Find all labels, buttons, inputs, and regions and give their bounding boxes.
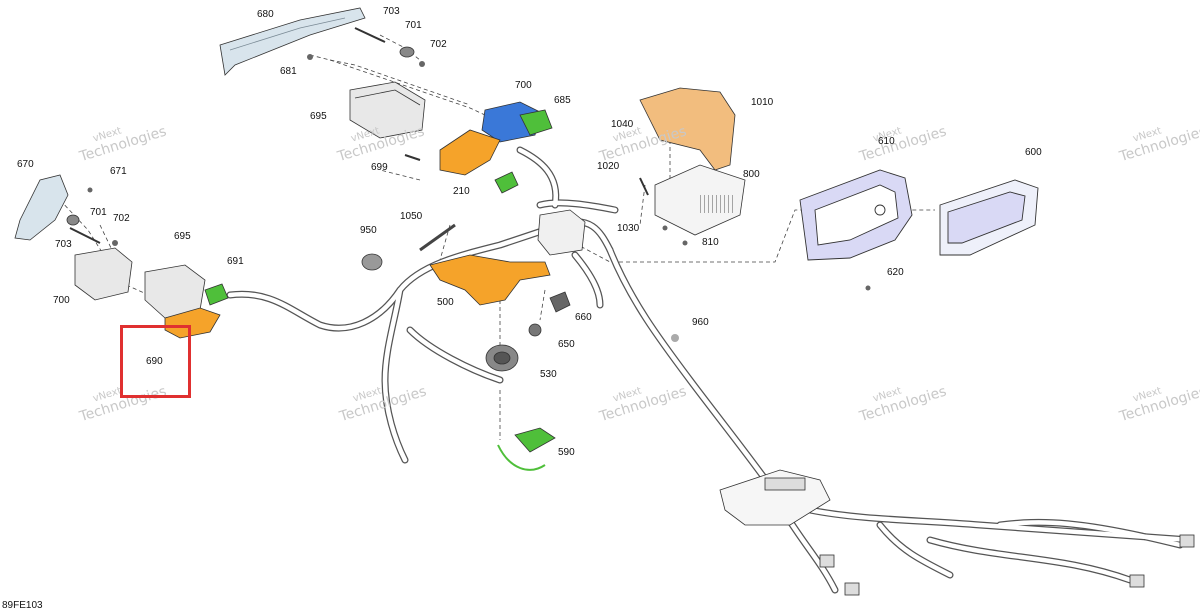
callout-701: 701 [405, 20, 422, 31]
highlight-box-690 [120, 325, 191, 398]
callout-800: 800 [743, 169, 760, 180]
fuse-block-700-upper [481, 101, 541, 143]
callout-1030: 1030 [617, 223, 640, 234]
fuse-block-700-left [74, 247, 133, 301]
callout-620: 620 [887, 267, 904, 278]
callout-950: 950 [360, 225, 377, 236]
nut-702b [112, 240, 118, 246]
callout-702: 702 [430, 39, 447, 50]
bracket-680 [219, 7, 366, 76]
bracket-orange-upper [439, 129, 501, 176]
junction-box-center [537, 209, 586, 256]
grommet-701a [399, 46, 415, 58]
horn-530 [485, 344, 519, 372]
connector-691 [204, 283, 229, 306]
callout-680: 680 [257, 9, 274, 20]
screw-703a [354, 27, 386, 43]
callout-1050: 1050 [400, 211, 423, 222]
screw-1020 [639, 177, 649, 196]
cluster-bezel-610 [799, 169, 913, 261]
rear-plug-far [1179, 534, 1195, 548]
callout-530: 530 [540, 369, 557, 380]
callout-681: 681 [280, 66, 297, 77]
nut-681 [307, 54, 313, 60]
callout-691: 691 [227, 256, 244, 267]
bracket-1010 [639, 87, 736, 171]
rear-connector-bracket [719, 469, 831, 526]
callout-810: 810 [702, 237, 719, 248]
callout-670: 670 [17, 159, 34, 170]
screw-671 [87, 187, 93, 193]
callout-610: 610 [878, 136, 895, 147]
bracket-690 [164, 307, 221, 339]
grommet-960 [671, 334, 679, 342]
callout-702: 702 [113, 213, 130, 224]
callout-695: 695 [174, 231, 191, 242]
callout-699: 699 [371, 162, 388, 173]
callout-650: 650 [558, 339, 575, 350]
cluster-display-600 [939, 179, 1039, 256]
callout-960: 960 [692, 317, 709, 328]
callout-600: 600 [1025, 147, 1042, 158]
connector-650 [528, 323, 542, 337]
connector-685 [519, 109, 553, 136]
screw-810 [682, 240, 688, 246]
callout-671: 671 [110, 166, 127, 177]
callout-1020: 1020 [597, 161, 620, 172]
callout-700: 700 [515, 80, 532, 91]
callout-660: 660 [575, 312, 592, 323]
bracket-670 [14, 174, 69, 241]
callout-685: 685 [554, 95, 571, 106]
tube-1050 [419, 223, 456, 252]
relay-box-695-upper [349, 81, 426, 139]
callout-1010: 1010 [751, 97, 774, 108]
screw-620 [865, 285, 871, 291]
main-harness [226, 146, 1194, 594]
connector-210 [494, 171, 519, 194]
switch-950 [361, 253, 383, 271]
connector-660 [549, 291, 571, 313]
screw-699 [404, 154, 421, 161]
rear-plug-left [819, 554, 835, 568]
figure-code: 89FE103 [2, 600, 43, 611]
grommet-701b [66, 214, 80, 226]
module-800 [654, 164, 746, 236]
screw-703b [69, 227, 101, 244]
callout-210: 210 [453, 186, 470, 197]
callout-500: 500 [437, 297, 454, 308]
callout-703: 703 [383, 6, 400, 17]
callout-700: 700 [53, 295, 70, 306]
callout-590: 590 [558, 447, 575, 458]
bracket-500 [429, 254, 551, 306]
callout-690: 690 [146, 356, 163, 367]
callout-701: 701 [90, 207, 107, 218]
rear-plug-right [1129, 574, 1145, 588]
rear-plug-mid [844, 582, 860, 596]
callout-695: 695 [310, 111, 327, 122]
switch-590 [497, 427, 556, 471]
callout-1040: 1040 [611, 119, 634, 130]
screw-1030 [662, 225, 668, 231]
nut-702a [419, 61, 425, 67]
callout-703: 703 [55, 239, 72, 250]
